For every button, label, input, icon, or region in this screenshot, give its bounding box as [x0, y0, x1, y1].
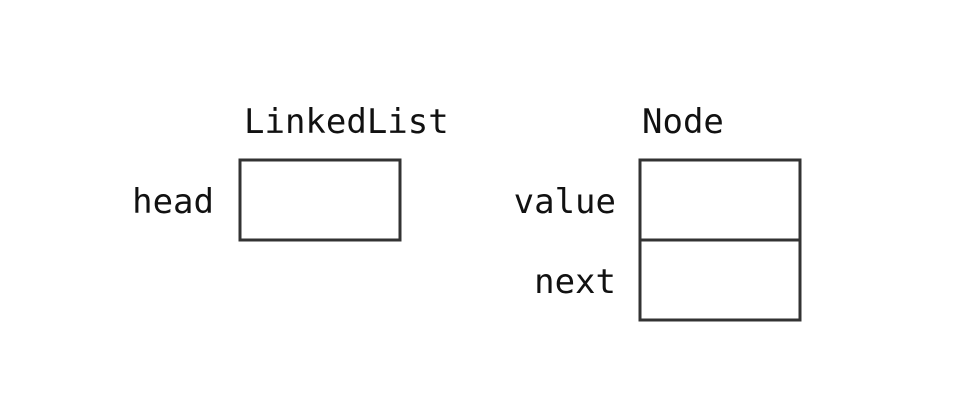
node-field-value-box: [638, 158, 802, 242]
node-title: Node: [642, 102, 724, 142]
linkedlist-title: LinkedList: [244, 102, 449, 142]
linkedlist-class: LinkedList head: [132, 102, 449, 242]
node-field-next-box: [638, 238, 802, 322]
linkedlist-field-head-label: head: [132, 182, 214, 222]
node-class: Node value next: [514, 102, 802, 322]
node-field-next-label: next: [534, 262, 616, 302]
linkedlist-field-head-box: [238, 158, 402, 242]
node-field-value-label: value: [514, 182, 616, 222]
